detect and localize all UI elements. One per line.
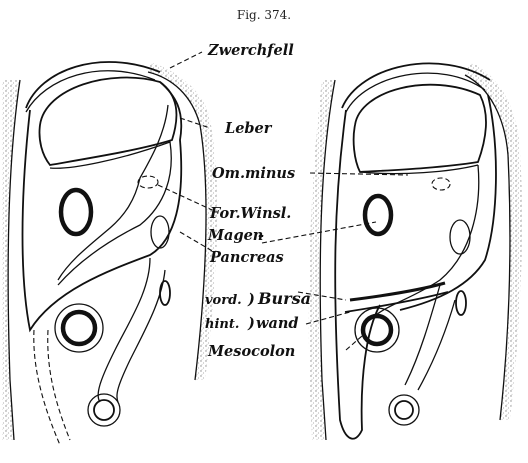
left-section <box>2 62 217 445</box>
right-small-vessel <box>456 291 466 315</box>
left-stomach-ring <box>61 190 91 234</box>
right-intestine-ring <box>395 401 413 419</box>
left-pancreas <box>151 216 169 248</box>
left-small-vessel <box>160 281 170 305</box>
svg-text:): ) <box>247 315 255 332</box>
label-zwerchfell: Zwerchfell <box>207 42 294 59</box>
left-diaphragm-wall <box>148 62 217 380</box>
right-foramen <box>432 178 450 190</box>
label-bursa: Bursa <box>257 289 311 308</box>
left-diaphragm <box>26 62 160 108</box>
svg-text:): ) <box>247 291 255 308</box>
label-wand: wand <box>256 315 299 332</box>
svg-text:-: - <box>258 227 264 244</box>
label-hint: hint. <box>205 317 239 332</box>
right-stomach-ring <box>365 196 391 234</box>
label-pancreas: Pancreas <box>209 249 284 266</box>
left-intestine-ring <box>94 400 114 420</box>
label-mesocolon: Mesocolon <box>207 343 295 360</box>
right-pancreas <box>450 220 470 254</box>
label-for-winsl: For.Winsl. <box>209 205 291 222</box>
label-om-minus: Om.minus <box>212 165 295 182</box>
right-colon-ring <box>363 316 391 344</box>
label-magen: Magen <box>207 227 263 244</box>
label-vord: vord. <box>205 293 242 308</box>
left-colon-ring <box>63 312 95 344</box>
left-liver <box>39 78 176 165</box>
label-leber: Leber <box>224 120 273 137</box>
left-foramen <box>138 176 158 188</box>
right-abdominal-wall-right <box>465 62 522 420</box>
right-section <box>309 62 522 440</box>
labels: Zwerchfell Leber Om.minus For.Winsl. Mag… <box>205 42 311 360</box>
right-liver <box>354 85 486 172</box>
